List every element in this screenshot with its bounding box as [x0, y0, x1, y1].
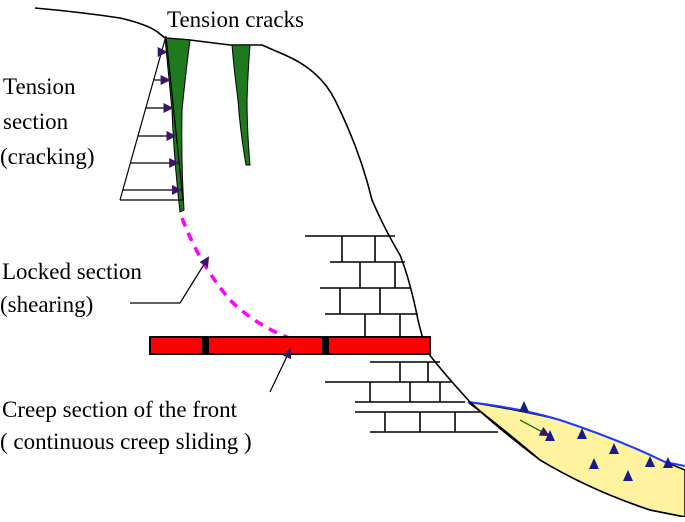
- rock-bricks-lower: [325, 361, 498, 433]
- stress-arrows: [122, 47, 182, 195]
- creep-leader-arrow: [269, 348, 292, 393]
- triangle-icon: [577, 428, 587, 439]
- locked-section-line: [180, 217, 323, 350]
- tension-section-label-line2: section: [3, 109, 69, 134]
- tension-section-label-line3: (cracking): [0, 144, 95, 169]
- triangle-icon: [663, 457, 673, 468]
- slope-outline: [34, 7, 685, 518]
- creep-section-label-line1: Creep section of the front: [2, 397, 238, 422]
- tension-stress-triangle: [119, 35, 184, 201]
- triangle-icon: [645, 456, 655, 467]
- locked-leader-arrow: [130, 256, 210, 304]
- triangle-icon: [589, 458, 599, 469]
- creep-section-label-line2: ( continuous creep sliding ): [0, 429, 252, 454]
- deposit-markers: [519, 401, 673, 481]
- deposit-flow-arrow: [519, 419, 550, 436]
- rock-bricks-upper: [305, 235, 418, 340]
- tension-section-label-line1: Tension: [3, 74, 76, 99]
- tension-cracks-label: Tension cracks: [167, 7, 304, 32]
- triangle-icon: [519, 401, 529, 412]
- triangle-icon: [609, 443, 619, 454]
- deposit-surface-line: [467, 401, 685, 467]
- triangle-icon: [545, 430, 555, 441]
- triangle-icon: [623, 470, 633, 481]
- locked-section-label-line2: (shearing): [0, 292, 94, 317]
- locked-section-label-line1: Locked section: [2, 259, 142, 284]
- deposit-zone: [467, 401, 685, 518]
- creep-weak-layer: [149, 336, 431, 355]
- tension-crack-right: [231, 44, 251, 166]
